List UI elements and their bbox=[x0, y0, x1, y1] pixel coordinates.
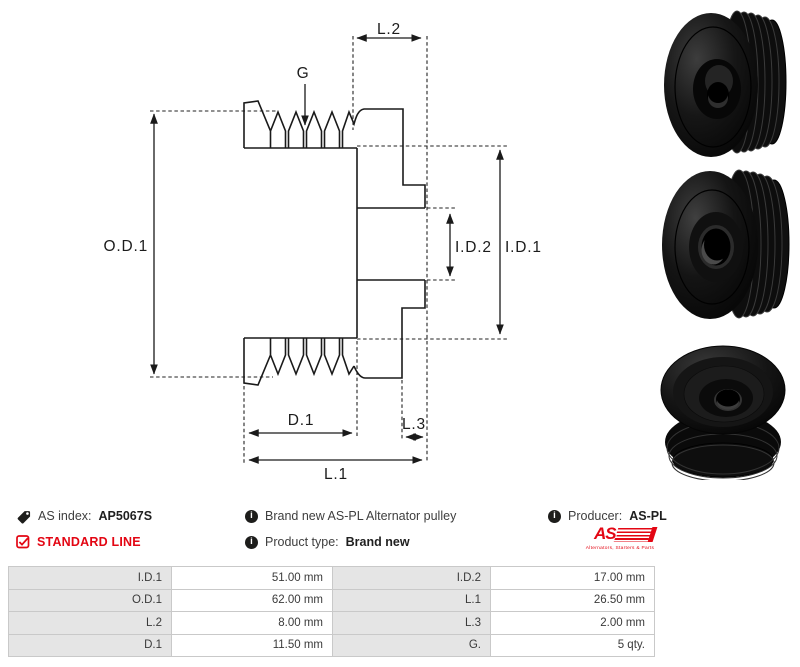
spec-value: 17.00 mm bbox=[490, 566, 655, 590]
spec-value: 62.00 mm bbox=[171, 588, 333, 612]
spec-key: G. bbox=[332, 633, 491, 657]
producer-label: Producer: bbox=[568, 509, 623, 523]
producer-value: AS-PL bbox=[629, 509, 667, 523]
product-description: Brand new AS-PL Alternator pulley bbox=[265, 509, 457, 523]
description-row: i Brand new AS-PL Alternator pulley bbox=[245, 508, 456, 524]
standard-line-row: STANDARD LINE bbox=[16, 534, 141, 550]
pulley-outline-top bbox=[243, 100, 426, 208]
spec-table: I.D.1 51.00 mm I.D.2 17.00 mm O.D.1 62.0… bbox=[8, 566, 655, 657]
dimension-arrows bbox=[150, 34, 504, 464]
pulley-photo-angled-front bbox=[664, 10, 787, 157]
pulley-outline-hub bbox=[353, 148, 426, 379]
dim-label-id1: I.D.1 bbox=[505, 239, 542, 256]
as-index-value: AP5067S bbox=[98, 509, 153, 523]
dim-label-id2: I.D.2 bbox=[455, 239, 492, 256]
spec-key: L.1 bbox=[332, 588, 491, 612]
spec-value: 51.00 mm bbox=[171, 566, 333, 590]
pulley-photo-angled-bore bbox=[662, 169, 790, 319]
spec-key: O.D.1 bbox=[8, 588, 172, 612]
spec-key: I.D.1 bbox=[8, 566, 172, 590]
dim-label-od1: O.D.1 bbox=[104, 238, 148, 255]
table-row: I.D.1 51.00 mm I.D.2 17.00 mm bbox=[8, 566, 655, 590]
dim-label-l3: L.3 bbox=[402, 416, 426, 433]
info-icon: i bbox=[548, 509, 561, 523]
product-type-row: i Product type: Brand new bbox=[245, 534, 410, 550]
dim-label-l2: L.2 bbox=[377, 21, 401, 38]
spec-value: 5 qty. bbox=[490, 633, 655, 657]
product-type-label: Product type: bbox=[265, 535, 339, 549]
table-row: O.D.1 62.00 mm L.1 26.50 mm bbox=[8, 588, 655, 612]
logo-tagline: Alternators, Starters & Parts bbox=[585, 545, 655, 551]
dim-label-l1: L.1 bbox=[324, 466, 348, 483]
product-type-value: Brand new bbox=[345, 535, 410, 549]
as-index-row: AS index: AP5067S bbox=[16, 508, 152, 524]
info-icon: i bbox=[245, 509, 258, 523]
dim-label-g: G bbox=[297, 65, 310, 82]
producer-row: i Producer: AS-PL bbox=[548, 508, 667, 524]
logo-stripes bbox=[613, 528, 653, 542]
as-index-label: AS index: bbox=[38, 509, 92, 523]
logo-text: AS bbox=[594, 524, 617, 543]
spec-key: L.2 bbox=[8, 611, 172, 635]
spec-key: I.D.2 bbox=[332, 566, 491, 590]
technical-drawing: O.D.1 G L.2 I.D.2 I.D.1 D.1 L.3 L.1 bbox=[104, 21, 542, 483]
standard-line-label: STANDARD LINE bbox=[37, 535, 141, 549]
spec-value: 26.50 mm bbox=[490, 588, 655, 612]
dim-label-d1: D.1 bbox=[288, 412, 315, 429]
spec-key: D.1 bbox=[8, 633, 172, 657]
as-pl-logo: AS Alternators, Starters & Parts bbox=[584, 524, 657, 551]
info-icon: i bbox=[245, 535, 258, 549]
table-row: L.2 8.00 mm L.3 2.00 mm bbox=[8, 611, 655, 635]
spec-value: 2.00 mm bbox=[490, 611, 655, 635]
pulley-photo-top-view bbox=[660, 345, 786, 480]
spec-value: 11.50 mm bbox=[171, 633, 333, 657]
spec-key: L.3 bbox=[332, 611, 491, 635]
construction-dashed-lines bbox=[150, 36, 509, 463]
spec-value: 8.00 mm bbox=[171, 611, 333, 635]
pulley-outline-bottom bbox=[243, 337, 357, 386]
checkbox-checked-icon bbox=[16, 535, 30, 549]
tag-icon bbox=[17, 510, 31, 524]
table-row: D.1 11.50 mm G. 5 qty. bbox=[8, 633, 655, 657]
